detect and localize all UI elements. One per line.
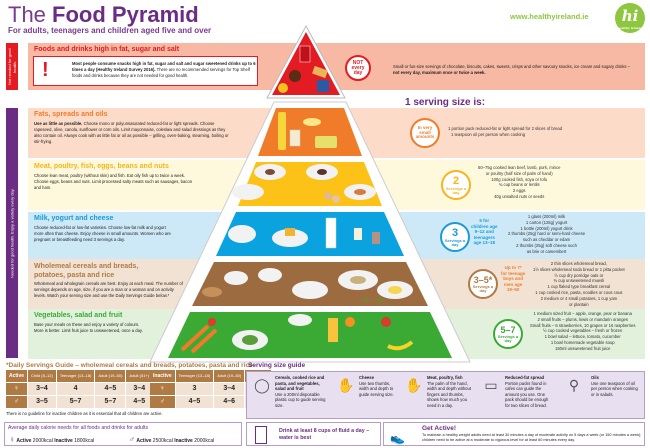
palm-icon: ✋ — [405, 377, 423, 393]
shoe-icon: 👟 — [390, 431, 405, 445]
serving-size-heading: 1 serving size is: — [405, 97, 486, 108]
not-every-day-badge: NOT every day — [345, 55, 371, 81]
veg-servings-badge: 5–7 Servings a day — [493, 319, 523, 349]
inactive-children-note: There is no guideline for inactive child… — [6, 411, 163, 416]
get-active-box: 👟 Get Active! To maintain a healthy weig… — [383, 422, 645, 446]
table-row: ♀ 3–4 4 4–5 3–4 — [6, 381, 154, 395]
milk-servings-badge: 3 Servings a day — [440, 222, 470, 252]
spread-pack-icon: ▭ — [484, 377, 498, 393]
drink-water-box: Drink at least 8 cups of fluid a day – w… — [246, 422, 381, 446]
serving-size-guide: Serving size guide ◯ Cereals, cooked ric… — [246, 362, 645, 419]
hands-icon: ✋ — [337, 377, 355, 393]
fats-servings-badge: In very small amounts — [410, 118, 440, 148]
glass-icon — [255, 426, 267, 444]
side-label-not-needed: Not needed for good health. — [6, 43, 18, 90]
page-subtitle: For adults, teenagers and children aged … — [8, 26, 212, 35]
female-icon: ♀ — [9, 435, 15, 444]
active-servings-table: Active Child (5–12) Teenager (13–18) Adu… — [6, 370, 154, 408]
page-title: The Food Pyramid — [8, 2, 199, 27]
exclamation-icon: ! — [42, 59, 49, 81]
veg-serving-sizes: 1 medium sized fruit – apple, orange, pe… — [530, 311, 636, 351]
spoon-icon: ⚲ — [568, 377, 580, 393]
calorie-needs-box: Average daily calorie needs for all food… — [4, 422, 242, 446]
meat-serving-sizes: 50–75g cooked lean beef, lamb, pork, min… — [478, 165, 561, 199]
top-shelf-warning-box: ! Most people consume snacks high in fat… — [33, 56, 258, 86]
cereal-servings-badge: 3–5* Servings a day — [468, 269, 498, 299]
side-label-needed: Needed for good health. Enjoy a variety … — [6, 108, 18, 358]
milk-extra-note: 5 for children age 9–12 and teenagers ag… — [471, 218, 498, 245]
milk-serving-sizes: 1 glass (200ml) milk 1 carton (125g) yog… — [508, 214, 586, 254]
cereal-serving-sizes: 2 thin slices wholemeal bread, 1½ slices… — [533, 261, 625, 307]
top-shelf-triangle-icon — [266, 24, 346, 99]
cup-icon: ◯ — [254, 377, 270, 393]
daily-servings-guide-title: *Daily Servings Guide – wholemeal cereal… — [6, 362, 253, 369]
top-shelf-heading: Foods and drinks high in fat, sugar and … — [34, 46, 180, 53]
fats-serving-sizes: 1 portion pack reduced-fat or light spre… — [448, 126, 563, 137]
male-icon: ♂ — [6, 394, 29, 408]
top-shelf-guidance: Small or fun-size servings of chocolate,… — [393, 64, 630, 75]
female-icon: ♀ — [6, 381, 29, 395]
inactive-servings-table: Inactive Teenager (13–18) Adult (19–50) … — [150, 370, 272, 408]
food-pyramid-graphic — [149, 101, 471, 363]
male-icon: ♂ — [129, 435, 135, 444]
male-icon: ♂ — [150, 394, 176, 408]
female-icon: ♀ — [150, 381, 176, 395]
website-link[interactable]: www.healthyireland.ie — [510, 12, 589, 21]
table-row: ♂ 3–5 5–7 5–7 4–5 — [6, 394, 154, 408]
cereal-extra-note: Up to 7* for teenage boys and men age 19… — [501, 265, 526, 292]
top-shelf-band: Foods and drinks high in fat, sugar and … — [28, 43, 645, 90]
healthy-ireland-logo: hi healthy ireland — [615, 3, 645, 33]
meat-servings-badge: 2 Servings a day — [441, 170, 471, 200]
